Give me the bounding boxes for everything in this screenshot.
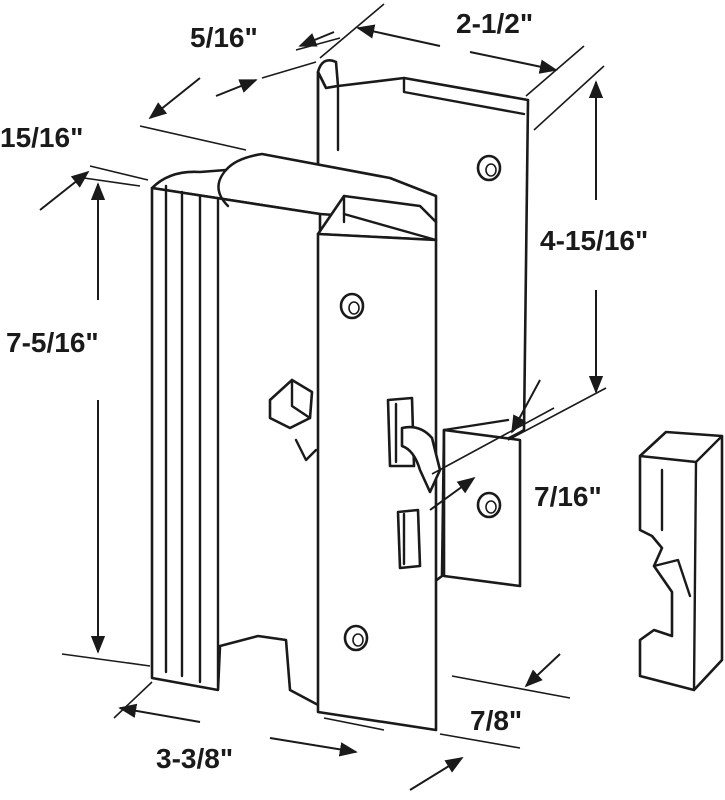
label-handle-depth: 15/16" bbox=[0, 122, 83, 153]
label-plate-height: 4-15/16" bbox=[540, 225, 648, 256]
lock-screw-lower bbox=[343, 624, 369, 652]
label-plate-width: 2-1/2" bbox=[456, 8, 533, 39]
plate-screw-lower bbox=[476, 491, 502, 519]
dim-plate-width bbox=[319, 3, 585, 97]
label-top-slot: 5/16" bbox=[190, 22, 258, 53]
keeper-catch bbox=[638, 430, 724, 692]
label-latch-offset: 7/16" bbox=[534, 481, 602, 512]
lock-screw-upper bbox=[339, 292, 365, 320]
lock-plate bbox=[316, 194, 442, 732]
dim-handle-width bbox=[113, 681, 385, 757]
dim-top-slot bbox=[215, 31, 341, 97]
dim-handle-height bbox=[61, 177, 151, 667]
label-handle-width: 3-3/8" bbox=[156, 743, 233, 774]
label-lock-depth: 7/8" bbox=[470, 705, 522, 736]
dim-lock-depth bbox=[409, 653, 571, 791]
dim-latch-offset bbox=[429, 379, 555, 511]
dim-handle-depth bbox=[39, 77, 247, 211]
plate-screw-upper bbox=[476, 154, 502, 182]
label-handle-height: 7-5/16" bbox=[6, 327, 99, 358]
